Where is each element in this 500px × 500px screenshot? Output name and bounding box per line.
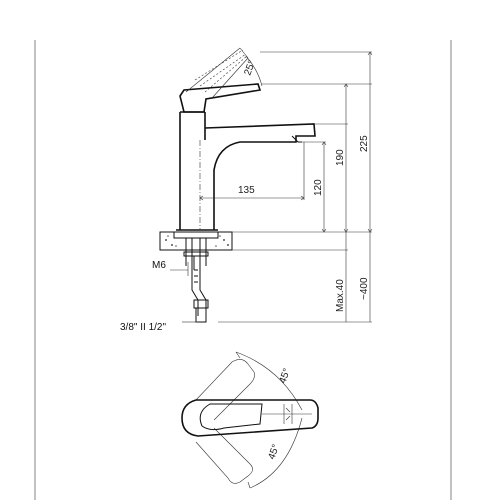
handle-rotated-up [195,359,255,421]
connection-size-label: 3/8" II 1/2" [120,322,166,333]
thread-m6-label: M6 [152,260,166,271]
top-angle-arc [235,351,303,411]
height-120-label: 120 [313,179,324,196]
lever-handle [179,83,262,113]
countertop-section [159,231,233,251]
dimension-lines [170,51,373,323]
handle-rotated-down [195,427,253,484]
flexible-hose [191,266,209,323]
lever-angle-arc [245,55,263,87]
faucet-body [179,111,206,230]
top-angle-label: 45° [277,367,293,385]
handle-top-outline [181,399,319,437]
lever-tilt-outline [185,47,249,99]
handle-top-inner [199,403,263,431]
height-225-label: 225 [359,135,370,152]
faucet-top-view [181,351,319,489]
faucet-spout [204,123,316,230]
countertop-hatching [165,235,229,247]
bottom-angle-label: 45° [266,443,282,461]
hose-400-label: ~400 [359,277,370,300]
spout-aerator [291,135,302,143]
deck-max40-label: Max.40 [335,279,346,312]
lever-angle-label: 25° [242,59,258,77]
faucet-side-view [159,47,316,323]
reach-135-label: 135 [238,185,255,196]
fixing-set [173,231,219,270]
height-190-label: 190 [335,149,346,166]
